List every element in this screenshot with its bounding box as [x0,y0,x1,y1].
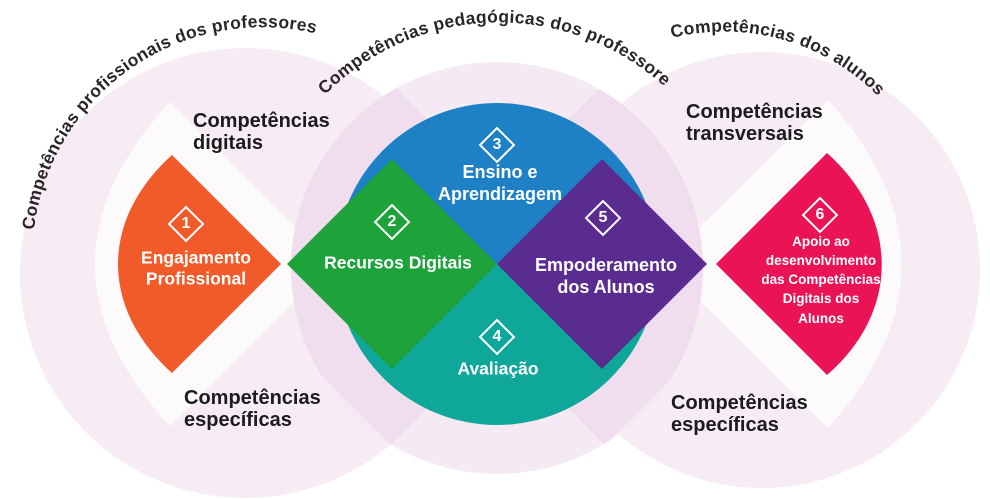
area-5-label: Empoderamento dos Alunos [534,255,678,297]
zone-label-specific-right: Competências específicas [671,392,808,437]
area-6-shape [716,153,882,375]
zone-label-specific-left: Competências específicas [184,387,321,432]
area-4-number: 4 [492,328,502,345]
area-1-number: 1 [181,215,191,232]
zone-label-digital: Competências digitais [193,110,330,155]
area-2-shape [287,159,497,369]
area-2-number: 2 [387,213,397,230]
area-1-label: Engajamento Profissional [141,247,251,289]
area-5-shape [497,159,707,369]
area-6-number: 6 [815,206,825,223]
area-2-label: Recursos Digitais [324,252,472,273]
area-1-shape [118,155,281,373]
zone-label-transversal: Competências transversais [686,101,823,146]
area-3-label: Ensino e Aprendizagem [437,162,563,204]
area-3-number: 3 [492,136,502,153]
area-4-label: Avaliação [457,358,539,379]
area-5-number: 5 [598,209,608,226]
area-6-label: Apoio ao desenvolvimento das Competência… [761,234,881,326]
